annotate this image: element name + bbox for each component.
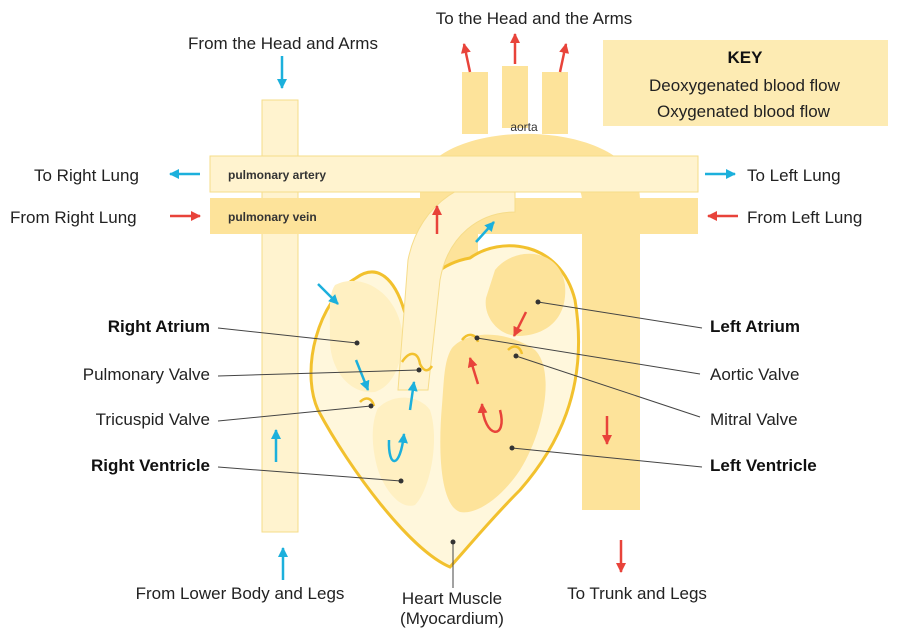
from-head-and-arms-label: From the Head and Arms <box>188 34 378 53</box>
dot-left-atrium <box>536 300 541 305</box>
pulmonary-artery-label: pulmonary artery <box>228 168 326 182</box>
aorta-branch-left <box>462 72 488 134</box>
aorta-branch-right <box>542 72 568 134</box>
right-atrium-label: Right Atrium <box>108 317 210 336</box>
heart-muscle-label-line1: Heart Muscle <box>402 589 502 608</box>
pulmonary-vein-label: pulmonary vein <box>228 210 317 224</box>
dot-right-ventricle <box>399 479 404 484</box>
left-atrium-label: Left Atrium <box>710 317 800 336</box>
pulmonary-valve-label: Pulmonary Valve <box>83 365 210 384</box>
dot-aortic-valve <box>475 336 480 341</box>
right-ventricle-label: Right Ventricle <box>91 456 210 475</box>
aortic-valve-label: Aortic Valve <box>710 365 799 384</box>
arrow-head-right <box>560 44 566 72</box>
dot-mitral-valve <box>514 354 519 359</box>
to-head-and-arms-label: To the Head and the Arms <box>436 9 633 28</box>
arrow-head-left <box>464 44 470 72</box>
dot-left-ventricle <box>510 446 515 451</box>
left-ventricle-label: Left Ventricle <box>710 456 817 475</box>
left-ventricle <box>440 335 545 513</box>
aorta-branch-middle <box>502 66 528 128</box>
to-left-lung-label: To Left Lung <box>747 166 841 185</box>
from-right-lung-label: From Right Lung <box>10 208 137 227</box>
mitral-valve-label: Mitral Valve <box>710 410 798 429</box>
dot-heart-muscle <box>451 540 456 545</box>
to-right-lung-label: To Right Lung <box>34 166 139 185</box>
from-lower-body-label: From Lower Body and Legs <box>136 584 345 603</box>
heart-muscle-label-line2: (Myocardium) <box>400 609 504 628</box>
key-oxygenated-label: Oxygenated blood flow <box>657 102 831 121</box>
dot-tricuspid-valve <box>369 404 374 409</box>
aorta-label: aorta <box>510 120 538 134</box>
tricuspid-valve-label: Tricuspid Valve <box>96 410 210 429</box>
to-trunk-and-legs-label: To Trunk and Legs <box>567 584 707 603</box>
dot-pulmonary-valve <box>417 368 422 373</box>
from-left-lung-label: From Left Lung <box>747 208 862 227</box>
dot-right-atrium <box>355 341 360 346</box>
key-deoxygenated-label: Deoxygenated blood flow <box>649 76 841 95</box>
key-title: KEY <box>728 48 764 67</box>
